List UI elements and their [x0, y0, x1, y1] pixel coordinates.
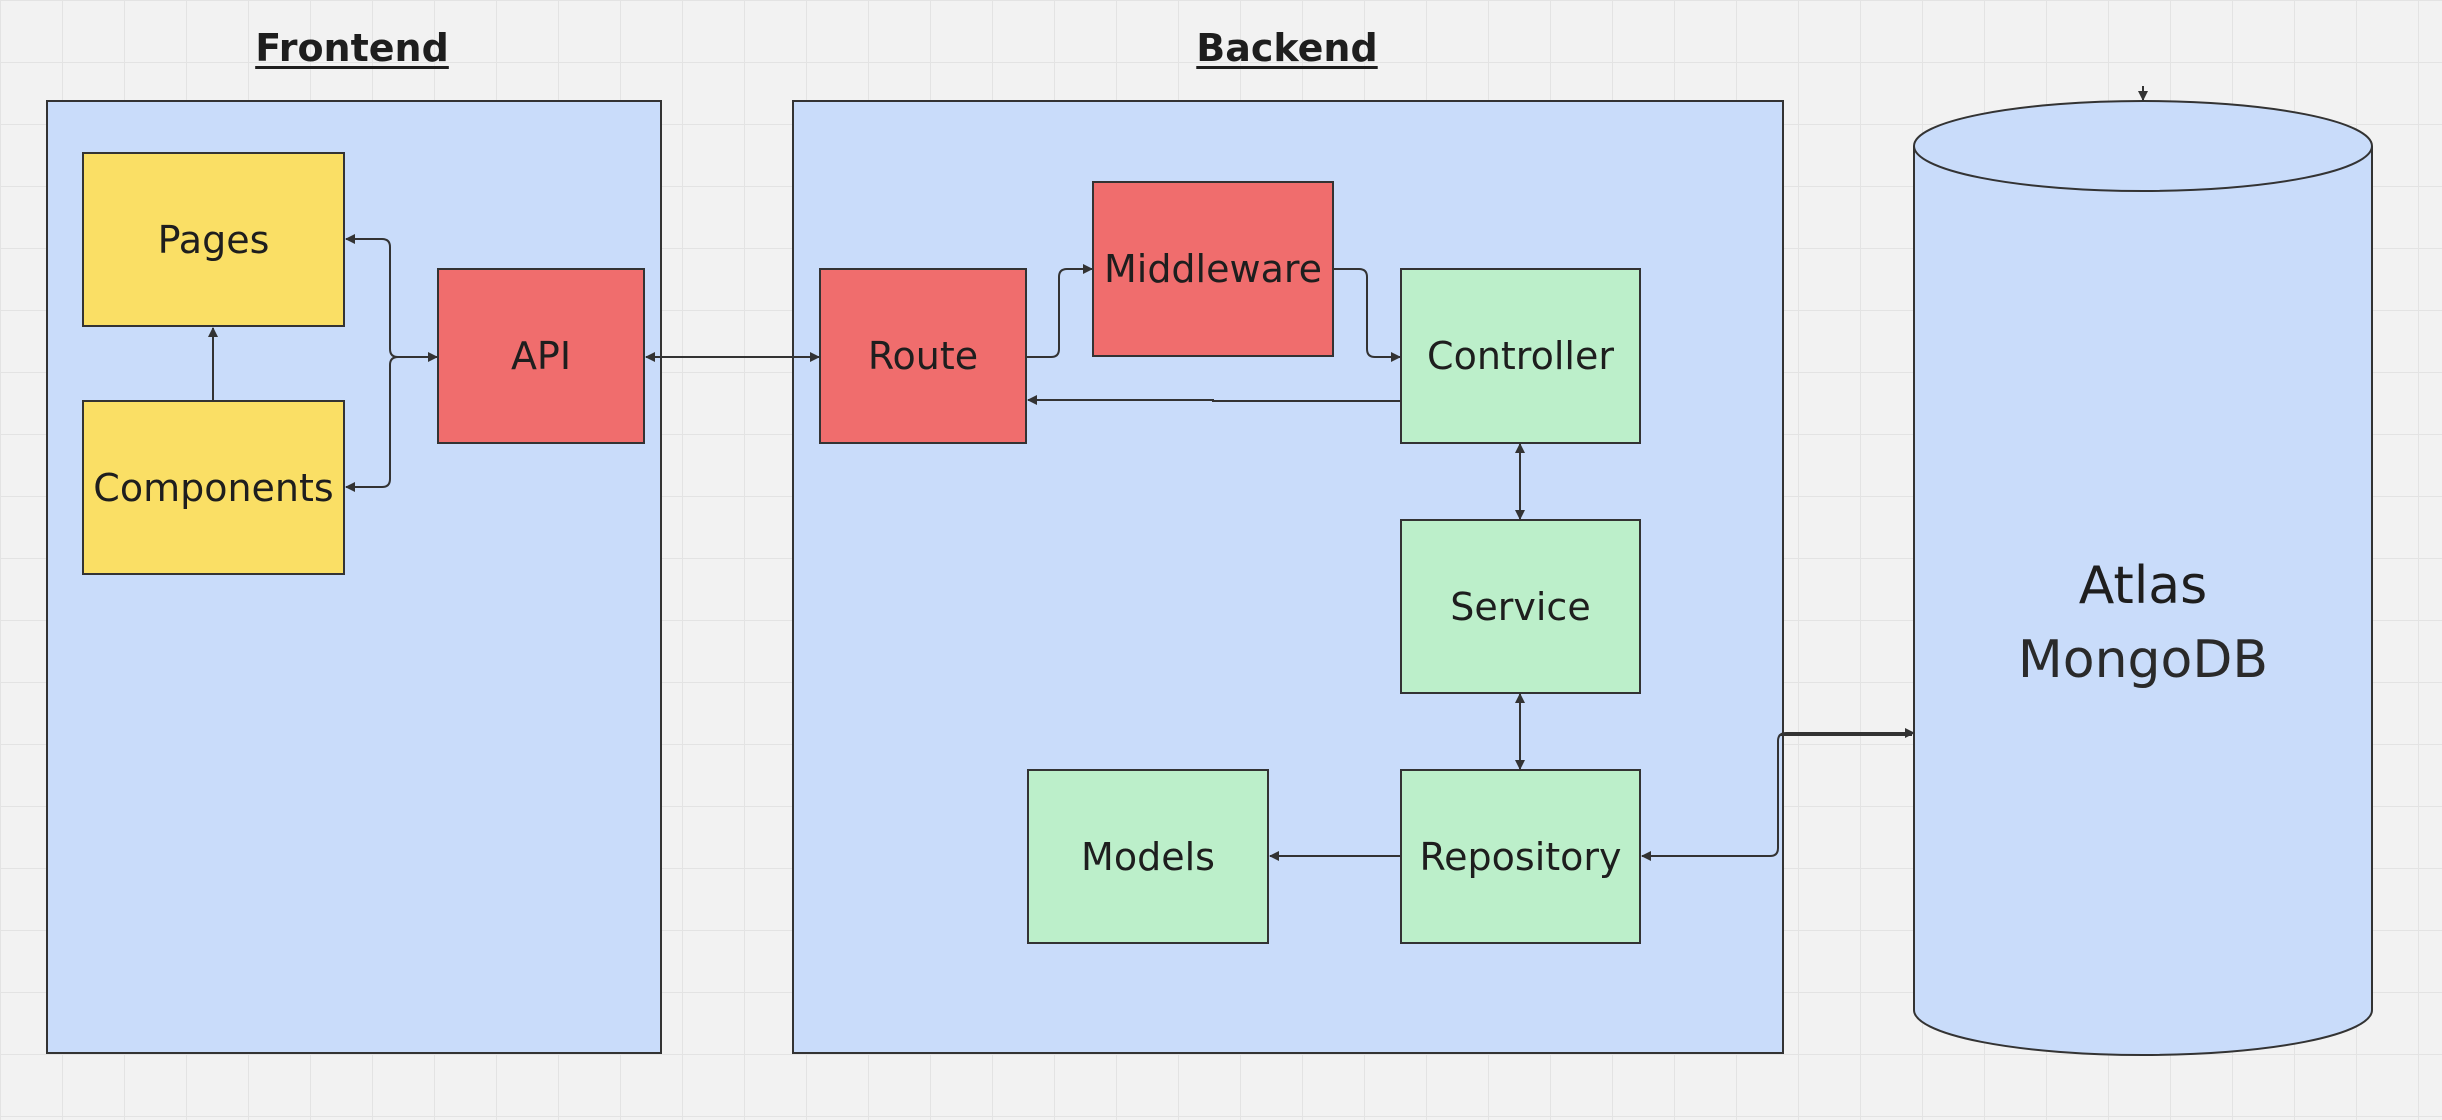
controller-node[interactable]: Controller	[1400, 268, 1641, 444]
edge-controller-route	[1027, 395, 1400, 405]
database-label-line1: Atlas	[2078, 556, 2208, 616]
edge-middleware-controller	[1334, 268, 1401, 362]
edge-api-components	[345, 356, 437, 492]
database-label-line2: MongoDB	[2017, 630, 2269, 690]
service-node[interactable]: Service	[1400, 519, 1641, 694]
components-node[interactable]: Components	[82, 400, 345, 575]
repository-node[interactable]: Repository	[1400, 769, 1641, 944]
pages-node[interactable]: Pages	[82, 152, 345, 327]
route-node[interactable]: Route	[819, 268, 1027, 444]
edge-route-middleware	[1027, 264, 1093, 358]
api-node[interactable]: API	[437, 268, 645, 444]
edge-api-pages	[345, 234, 438, 362]
edge-repository-database	[1641, 728, 1915, 861]
middleware-node[interactable]: Middleware	[1092, 181, 1334, 357]
backend-title: Backend	[1196, 26, 1378, 70]
frontend-title: Frontend	[255, 26, 449, 70]
models-node[interactable]: Models	[1027, 769, 1269, 944]
